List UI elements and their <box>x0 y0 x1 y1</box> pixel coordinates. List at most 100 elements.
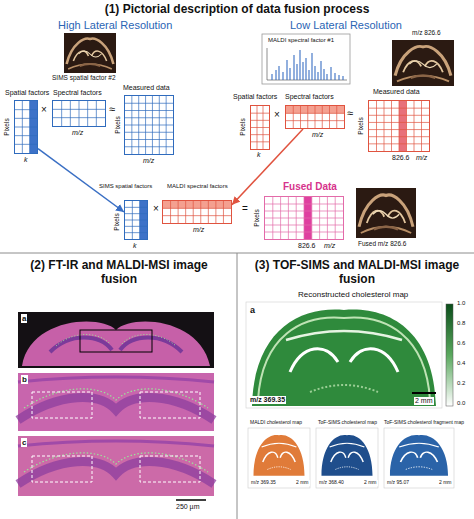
grid-line <box>163 215 231 216</box>
matrix-node: MALDI spectral factors <box>162 200 232 224</box>
matrix-grid <box>369 101 429 151</box>
grid-line <box>265 225 343 226</box>
matrix-node: Measured data <box>368 100 430 152</box>
grid-line <box>170 201 171 223</box>
grid-line <box>125 103 173 104</box>
figure-label: k <box>257 151 261 159</box>
matrix-node: Spatial factors <box>14 100 38 154</box>
figure-label: Pixels <box>357 117 364 134</box>
matrix-node: Spatial factors <box>250 105 270 150</box>
figure-label: High Lateral Resolution <box>58 19 172 32</box>
grid-line <box>223 201 224 223</box>
figure-label: m/z 95.07 <box>386 480 410 486</box>
grid-line <box>406 101 407 151</box>
figure-label: b <box>21 375 28 384</box>
figure-label: Pixels <box>253 209 260 226</box>
figure-label: Pixels <box>114 116 121 133</box>
grid-line <box>421 101 422 151</box>
grid-line <box>322 106 323 128</box>
grid-line <box>315 106 316 128</box>
figure-label: MALDI cholesterol map <box>250 420 302 426</box>
grid-line <box>178 201 179 223</box>
grid-line <box>391 101 392 151</box>
figure-label: 2 mm <box>295 480 310 486</box>
grid-line <box>185 201 186 223</box>
figure-label: ToF-SIMS cholesterol fragment map <box>384 420 464 426</box>
grid-line <box>286 113 344 114</box>
grid-line <box>15 109 37 110</box>
figure-label: m/z 369.35 <box>249 396 286 404</box>
grid-line <box>53 109 105 110</box>
grid-line <box>215 201 216 223</box>
grid-line <box>376 101 377 151</box>
matrix-node: Measured data <box>124 95 174 155</box>
matrix-grid <box>265 197 343 239</box>
grid-line <box>414 101 415 151</box>
figure-label: a <box>249 305 256 315</box>
matrix-highlight <box>163 201 231 208</box>
grid-line <box>369 122 429 123</box>
figure-label: 0.4 <box>457 360 465 367</box>
figure-label: Pixels <box>3 118 10 135</box>
grid-line <box>200 201 201 223</box>
figure-label: c <box>21 438 27 447</box>
grid-line <box>163 208 231 209</box>
figure-label: 0.2 <box>457 380 465 387</box>
figure-label: m/z <box>143 157 154 165</box>
grid-line <box>369 143 429 144</box>
grid-line <box>208 201 209 223</box>
matrix-node: Spectral factors <box>52 100 106 127</box>
figure-label: Low Lateral Resolution <box>290 19 402 32</box>
grid-line <box>87 101 88 126</box>
grid-line <box>125 207 147 208</box>
figure-label: 2 mm <box>363 480 378 486</box>
matrix-label: MALDI spectral factors <box>167 183 228 190</box>
grid-line <box>125 213 147 214</box>
grid-line <box>251 134 269 135</box>
figure-label: = <box>242 203 248 215</box>
figure-label: m/z <box>416 154 427 162</box>
matrix-grid <box>15 101 37 153</box>
figure-label: m/z <box>72 129 83 137</box>
grid-line <box>15 135 37 136</box>
matrix-label: SIMS spatial factors <box>99 183 152 190</box>
figure-label: 2 mm <box>414 397 434 405</box>
matrix-label: Measured data <box>123 84 170 92</box>
grid-line <box>125 125 173 126</box>
grid-line <box>251 113 269 114</box>
matrix-label: Measured data <box>373 88 420 96</box>
figure-label: 0.6 <box>457 340 465 347</box>
grid-line <box>369 108 429 109</box>
figure-label: × <box>274 109 280 121</box>
grid-line <box>384 101 385 151</box>
figure-label: m/z 826.6 <box>412 29 441 36</box>
grid-line <box>251 120 269 121</box>
grid-line <box>15 118 37 119</box>
matrix-node: Fused Data <box>264 196 344 240</box>
grid-line <box>61 101 62 126</box>
matrix-grid <box>163 201 231 223</box>
grid-line <box>125 132 173 133</box>
figure-label: SIMS spatial factor #2 <box>52 74 116 81</box>
matrix-node: SIMS spatial factors <box>124 200 148 240</box>
grid-line <box>125 220 147 221</box>
figure-label: 826.6 <box>298 242 316 250</box>
figure-label: k <box>24 156 28 164</box>
grid-line <box>125 232 147 233</box>
figure-label: ≈ <box>347 107 353 120</box>
grid-line <box>399 101 400 151</box>
figure-label: 0.8 <box>457 320 465 327</box>
grid-line <box>265 232 343 233</box>
figure-label: m/z 368.40 <box>318 480 345 486</box>
grid-line <box>79 101 80 126</box>
grid-line <box>265 211 343 212</box>
grid-line <box>125 226 147 227</box>
figure-label: × <box>153 203 159 215</box>
figure-label: a <box>21 314 27 323</box>
matrix-label: Spatial factors <box>233 93 277 101</box>
figure-label: (2) FT-IR and MALDI-MSI image fusion <box>14 259 224 287</box>
matrix-label: Fused Data <box>283 181 337 193</box>
figure-title: (1) Pictorial description of data fusion… <box>0 3 474 17</box>
figure-label: m/z 369.35 <box>250 480 277 486</box>
matrix-label: Spatial factors <box>5 89 49 97</box>
